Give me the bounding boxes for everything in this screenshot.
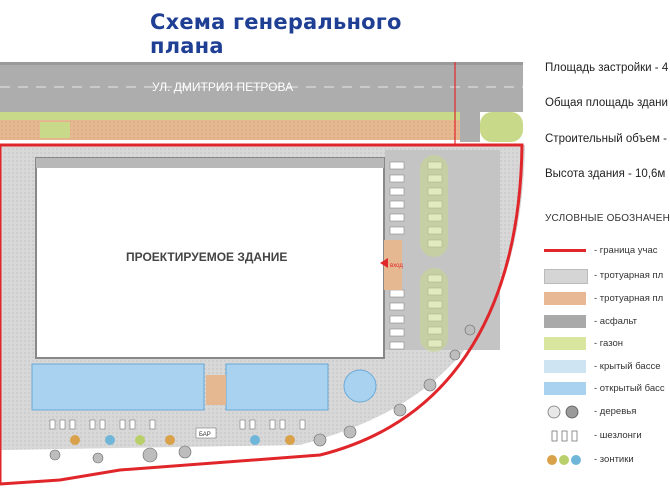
legend-item-covered-pool: - крытый бассе — [544, 359, 661, 375]
site-plan-drawing: УЛ. ДМИТРИЯ ПЕТРОВА ПРОЕКТИРУЕМОЕ ЗДАНИЕ… — [0, 62, 525, 486]
entrance-arrow-icon — [380, 258, 388, 268]
legend-label: - шезлонги — [594, 430, 642, 441]
driveway — [460, 112, 480, 142]
legend-label: - асфальт — [594, 316, 638, 327]
site-boundary — [0, 143, 524, 486]
bar-label: БАР — [199, 432, 211, 438]
stat-build-volume: Строительный объем - — [545, 133, 667, 145]
entrance-plaza — [384, 240, 402, 290]
lounger-icon — [551, 430, 578, 442]
bar — [195, 427, 217, 439]
tree-icon — [547, 405, 579, 419]
legend-label: - деревья — [594, 406, 637, 417]
open-pool-right — [225, 363, 329, 411]
open-pool-left — [31, 363, 205, 411]
lawn-island — [480, 112, 523, 142]
legend-label: - газон — [594, 338, 624, 349]
legend-item-sidewalk-tan: - тротуарная пл — [544, 291, 663, 307]
lawn-strip — [0, 112, 460, 120]
legend-label: - зонтики — [594, 454, 634, 465]
pool-deck — [206, 375, 226, 405]
street-label: УЛ. ДМИТРИЯ ПЕТРОВА — [152, 80, 293, 94]
legend-swatch — [544, 382, 586, 395]
legend-title: УСЛОВНЫЕ ОБОЗНАЧЕН — [545, 213, 670, 224]
legend-item-sidewalk-gray: - тротуарная пл — [544, 268, 663, 284]
building — [35, 157, 385, 359]
legend-item-lawn: - газон — [544, 336, 656, 352]
legend-swatch — [544, 360, 586, 373]
page-title: Схема генерального плана — [150, 10, 402, 58]
legend-label: - крытый бассе — [594, 361, 661, 372]
building-label: ПРОЕКТИРУЕМОЕ ЗДАНИЕ — [126, 250, 287, 264]
loungers — [49, 419, 306, 430]
legend-label: - тротуарная пл — [594, 293, 664, 304]
legend-swatch — [544, 269, 588, 284]
entrance-label: вход — [390, 263, 403, 269]
legend-item-asphalt: - асфальт — [544, 314, 656, 330]
legend-item-boundary: - граница учас — [544, 243, 658, 259]
legend-swatch — [544, 315, 586, 328]
round-pool — [343, 369, 377, 403]
trees — [49, 324, 476, 464]
legend-label: - тротуарная пл — [594, 270, 664, 281]
legend-label: - граница учас — [594, 245, 658, 256]
sidewalk-strip — [0, 120, 460, 140]
legend-item-open-pool: - открытый басс — [544, 381, 665, 397]
stat-building-area: Площадь застройки - 4 — [545, 62, 669, 74]
legend-label: - открытый басс — [594, 383, 665, 394]
stat-building-height: Высота здания - 10,6м — [545, 168, 666, 180]
legend-item-loungers: - шезлонги — [544, 428, 656, 444]
legend-swatch — [544, 249, 586, 252]
legend-item-trees: - деревья — [544, 404, 656, 420]
umbrella-icon — [547, 455, 581, 465]
legend-swatch — [544, 337, 586, 350]
legend-item-umbrellas: - зонтики — [544, 452, 656, 468]
legend-swatch — [544, 292, 586, 305]
stat-total-area: Общая площадь здани — [545, 97, 668, 109]
umbrellas — [70, 435, 295, 445]
